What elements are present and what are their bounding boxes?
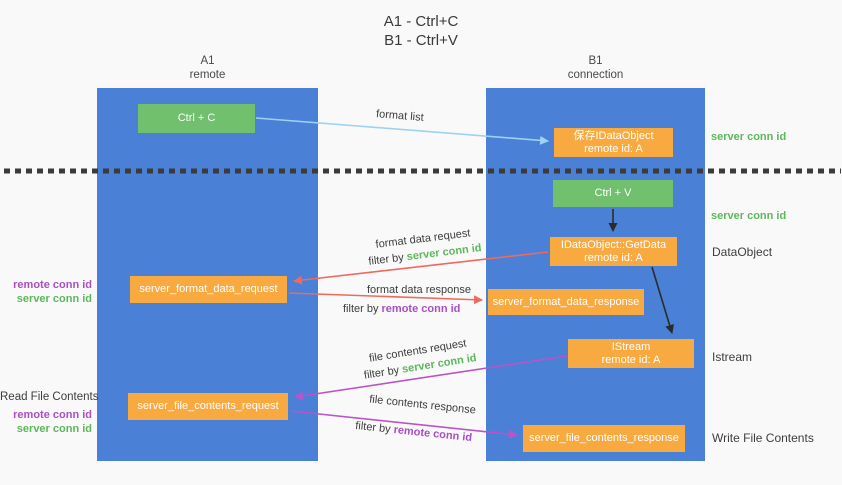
format-data-response-label: format data response <box>367 284 471 296</box>
remote-conn-id-left-label-2: remote conn id <box>13 409 92 421</box>
istream-line1: IStream <box>611 340 651 353</box>
ctrl-c-label: Ctrl + C <box>177 112 216 124</box>
filter-by-text: filter by <box>343 303 379 315</box>
write-file-contents-label: Write File Contents <box>712 431 814 445</box>
server-file-contents-response-box: server_file_contents_response <box>523 425 685 452</box>
title-line-1: A1 - Ctrl+C <box>383 13 459 30</box>
getdata-line1: IDataObject::GetData <box>560 238 667 251</box>
left-conn-id-group-1: remote conn id server conn id <box>0 278 92 306</box>
file-contents-request-label-group: file contents request filter by server c… <box>354 333 483 384</box>
remote-conn-id-text: remote conn id <box>393 423 473 445</box>
getdata-line2: remote id: A <box>584 251 643 264</box>
getdata-box: IDataObject::GetData remote id: A <box>550 237 677 266</box>
format-data-request-label-group: format data request filter by server con… <box>362 224 485 270</box>
server-conn-id-right-label-1: server conn id <box>711 131 787 143</box>
server-file-contents-request-label: server_file_contents_request <box>137 400 279 412</box>
diagram-title: A1 - Ctrl+C B1 - Ctrl+V <box>0 12 842 50</box>
title-line-2: B1 - Ctrl+V <box>384 32 458 49</box>
server-conn-id-right-label-2: server conn id <box>711 210 787 222</box>
save-dataobject-line2: remote id: A <box>584 142 643 155</box>
ctrl-c-box: Ctrl + C <box>138 104 255 133</box>
server-file-contents-request-box: server_file_contents_request <box>128 393 288 420</box>
dataobject-label: DataObject <box>712 245 773 259</box>
ctrl-v-label: Ctrl + V <box>594 187 632 199</box>
save-dataobject-box: 保存IDataObject remote id: A <box>554 128 673 157</box>
file-contents-response-label: file contents response <box>368 393 477 417</box>
filter-by-text: filter by <box>354 419 392 436</box>
server-conn-id-left-label-1: server conn id <box>16 293 92 305</box>
save-dataobject-line1: 保存IDataObject <box>573 129 654 142</box>
remote-conn-id-text: remote conn id <box>381 303 461 315</box>
server-format-data-response-label: server_format_data_response <box>492 295 640 308</box>
read-file-contents-label: Read File Contents <box>0 391 99 403</box>
lane-b1-name: B1 <box>588 55 603 67</box>
lane-a1-name: A1 <box>200 55 215 67</box>
server-format-data-response-box: server_format_data_response <box>488 289 644 315</box>
server-file-contents-response-label: server_file_contents_response <box>529 432 679 444</box>
lane-header-a1: A1 remote <box>97 55 318 82</box>
lane-header-b1: B1 connection <box>486 55 705 82</box>
server-format-data-request-label: server_format_data_request <box>139 283 278 295</box>
lane-b1-subtitle: connection <box>567 68 624 81</box>
filter-by-remote-conn-id-label-1: filter by remote conn id <box>343 303 460 315</box>
format-list-label: format list <box>375 108 425 124</box>
server-format-data-request-box: server_format_data_request <box>130 276 287 303</box>
istream-box: IStream remote id: A <box>568 339 694 368</box>
filter-by-text: filter by <box>367 251 405 268</box>
filter-by-text: filter by <box>363 364 401 382</box>
lane-a1-subtitle: remote <box>189 68 226 81</box>
istream-line2: remote id: A <box>601 353 661 366</box>
left-conn-id-group-2: remote conn id server conn id <box>0 408 92 436</box>
ctrl-v-box: Ctrl + V <box>553 180 673 207</box>
server-conn-id-left-label-2: server conn id <box>16 423 92 435</box>
remote-conn-id-left-label-1: remote conn id <box>13 279 92 291</box>
filter-by-remote-conn-id-label-2: filter by remote conn id <box>355 420 473 444</box>
istream-side-label: Istream <box>712 350 753 364</box>
